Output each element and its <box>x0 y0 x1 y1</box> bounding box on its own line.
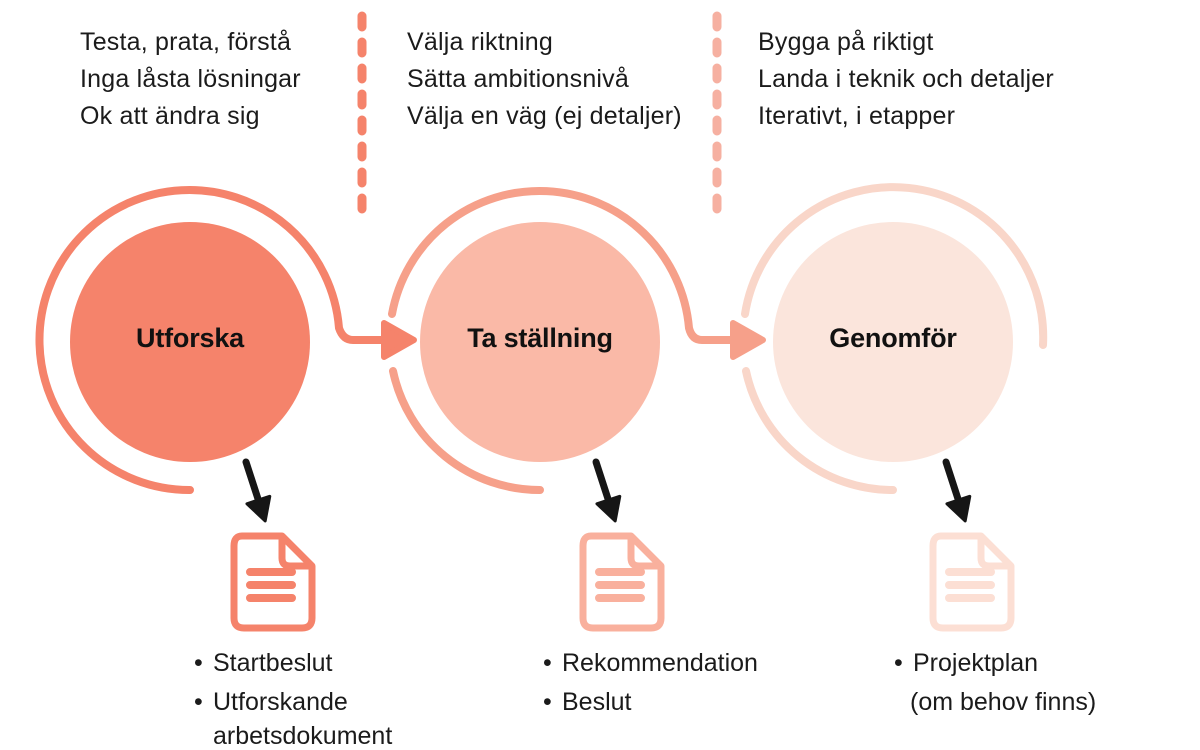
right-arrow-head-2 <box>730 320 766 360</box>
down-arrow-shaft <box>242 458 264 508</box>
document-icon-1 <box>234 536 312 628</box>
note-line: Landa i teknik och detaljer <box>758 65 1054 93</box>
phase-3-outputs: Projektplan (om behov finns) <box>893 646 1163 719</box>
down-arrow-shaft <box>592 458 614 508</box>
phase-3-notes: Bygga på riktigt Landa i teknik och deta… <box>758 24 1054 135</box>
document-icon-3 <box>933 536 1011 628</box>
document-icon-2 <box>583 536 661 628</box>
ring-arc-1 <box>35 186 402 495</box>
output-item: Startbeslut <box>193 646 415 680</box>
note-line: Testa, prata, förstå <box>80 28 292 56</box>
down-arrow-head <box>595 494 622 523</box>
right-arrow-head-1 <box>381 320 417 360</box>
phase-1-title: Utforska <box>136 323 244 353</box>
down-arrow-shaft <box>942 458 964 508</box>
ring-arc-2-bottom <box>389 367 544 495</box>
phase-2-notes: Välja riktning Sätta ambitionsnivå Välja… <box>407 24 682 135</box>
note-line: Välja riktning <box>407 28 553 56</box>
output-item: Rekommendation <box>542 646 842 680</box>
phase-circle-3 <box>773 222 1013 462</box>
output-item: Projektplan <box>893 646 1163 680</box>
phase-2-outputs: Rekommendation Beslut <box>542 646 842 724</box>
down-arrow-head <box>945 494 972 523</box>
phase-1-outputs: Startbeslut Utforskande arbetsdokument <box>193 646 415 750</box>
note-line: Välja en väg (ej detaljer) <box>407 102 682 130</box>
note-line: Iterativt, i etapper <box>758 102 956 130</box>
ring-arc-2-top <box>388 186 751 344</box>
phase-circle-1 <box>70 222 310 462</box>
phase-1-notes: Testa, prata, förstå Inga låsta lösninga… <box>80 24 301 135</box>
phase-3-title: Genomför <box>829 323 957 353</box>
note-line: Sätta ambitionsnivå <box>407 65 629 93</box>
note-line: Bygga på riktigt <box>758 28 934 56</box>
down-right-arrow-2 <box>592 458 622 523</box>
note-line: Ok att ändra sig <box>80 102 260 130</box>
output-item: Utforskande arbetsdokument <box>193 685 415 750</box>
note-line: Inga låsta lösningar <box>80 65 301 93</box>
phase-circle-2 <box>420 222 660 462</box>
output-item: Beslut <box>542 685 842 719</box>
down-arrow-head <box>245 494 272 523</box>
output-item-note: (om behov finns) <box>910 688 1097 716</box>
ring-arc-3-top <box>741 183 1048 349</box>
phase-2-title: Ta ställning <box>467 323 613 353</box>
down-right-arrow-1 <box>242 458 272 523</box>
down-right-arrow-3 <box>942 458 972 523</box>
ring-arc-3-bottom <box>742 367 897 495</box>
